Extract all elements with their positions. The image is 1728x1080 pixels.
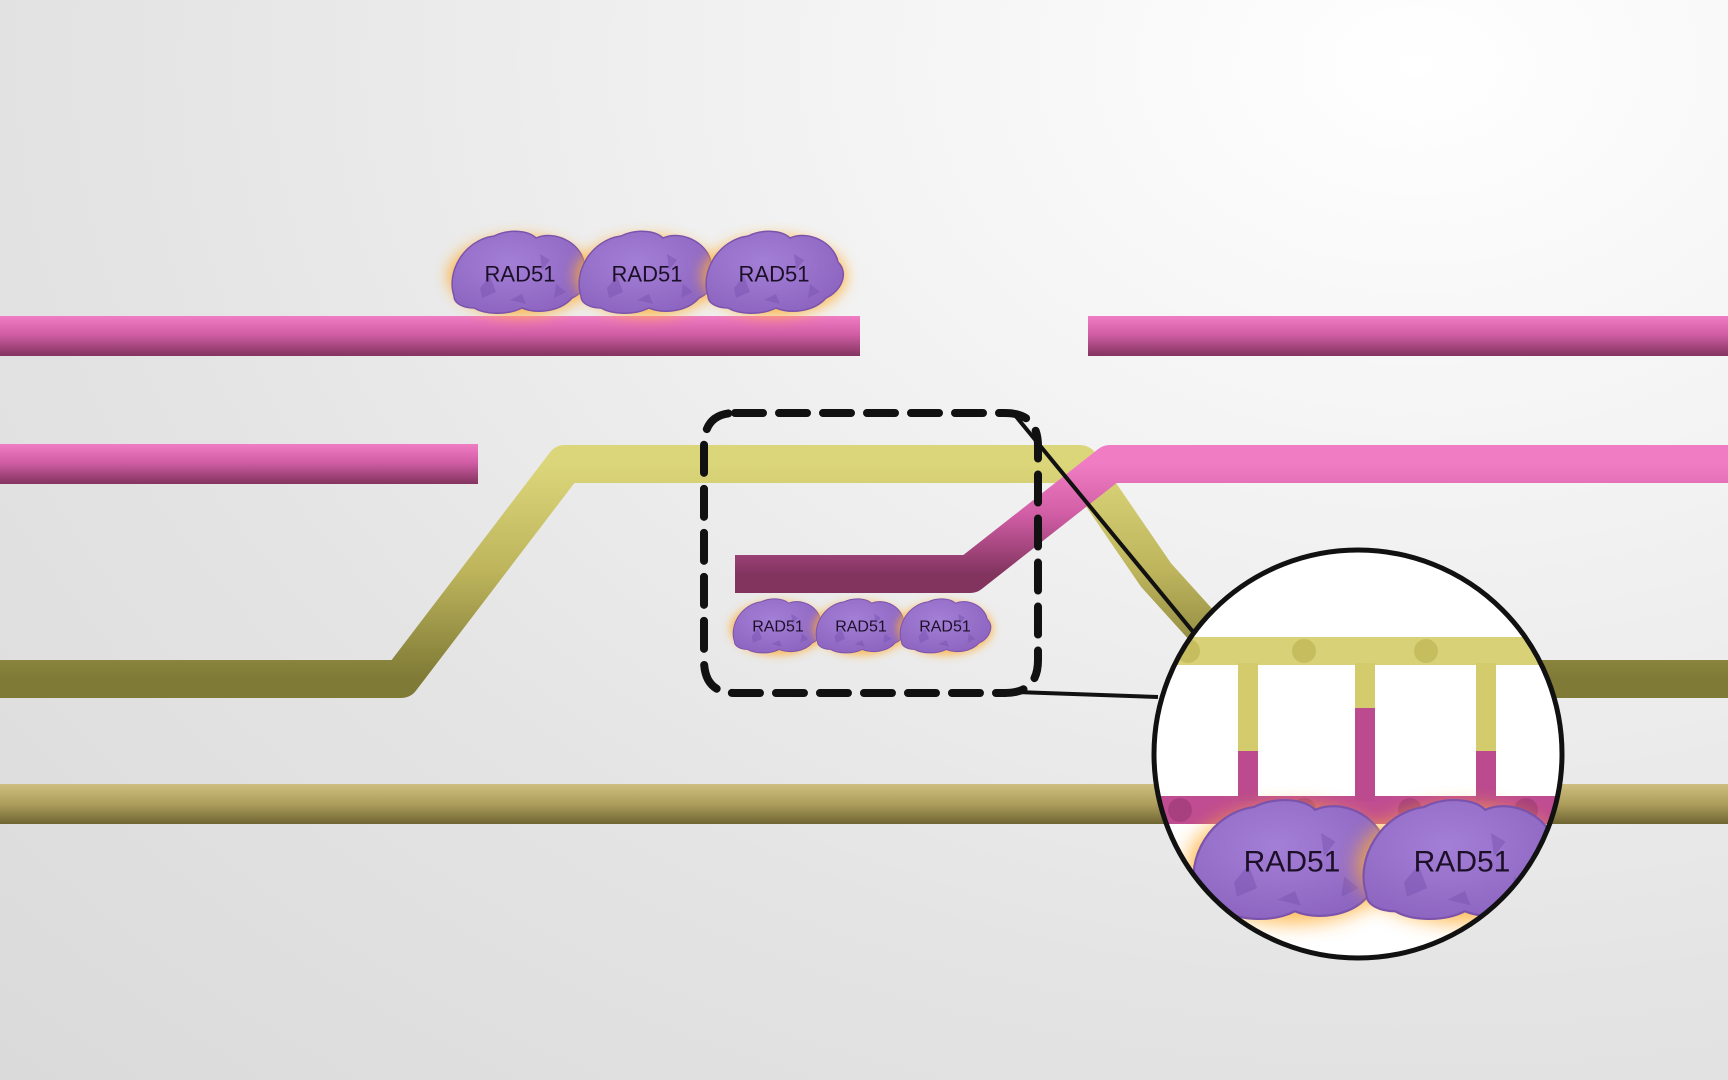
rad51-label: RAD51: [485, 262, 556, 287]
rad51-filament-top: RAD51 RAD51 RAD51: [448, 231, 846, 316]
rad51-label: RAD51: [752, 619, 804, 636]
pink-strand-left: [0, 444, 478, 484]
rad51-label: RAD51: [739, 262, 810, 287]
zoom-inset-outline: [1151, 547, 1565, 961]
rad51-protein: RAD51: [1188, 800, 1397, 923]
rad51-label: RAD51: [1414, 846, 1511, 879]
rad51-label: RAD51: [612, 262, 683, 287]
broken-strand-left: [0, 316, 860, 356]
highlight-box: [700, 409, 1042, 697]
rad51-protein: RAD51: [730, 599, 825, 655]
zoom-inset: RAD51 RAD51: [1151, 547, 1567, 961]
rad51-protein: RAD51: [575, 231, 719, 316]
rad51-protein: RAD51: [813, 599, 908, 655]
rad51-protein: RAD51: [448, 231, 592, 316]
rad51-filament-dloop: RAD51 RAD51 RAD51: [730, 599, 992, 655]
rad51-protein: RAD51: [702, 231, 846, 316]
rad51-label: RAD51: [835, 619, 887, 636]
rad51-protein: RAD51: [897, 599, 992, 655]
broken-strand-right: [1088, 316, 1728, 356]
rad51-label: RAD51: [919, 619, 971, 636]
rad51-protein: RAD51: [1358, 800, 1567, 923]
zoom-connector-lines: [1012, 412, 1196, 699]
rad51-label: RAD51: [1244, 846, 1341, 879]
rad51-filament-zoom: RAD51 RAD51: [1188, 800, 1567, 923]
